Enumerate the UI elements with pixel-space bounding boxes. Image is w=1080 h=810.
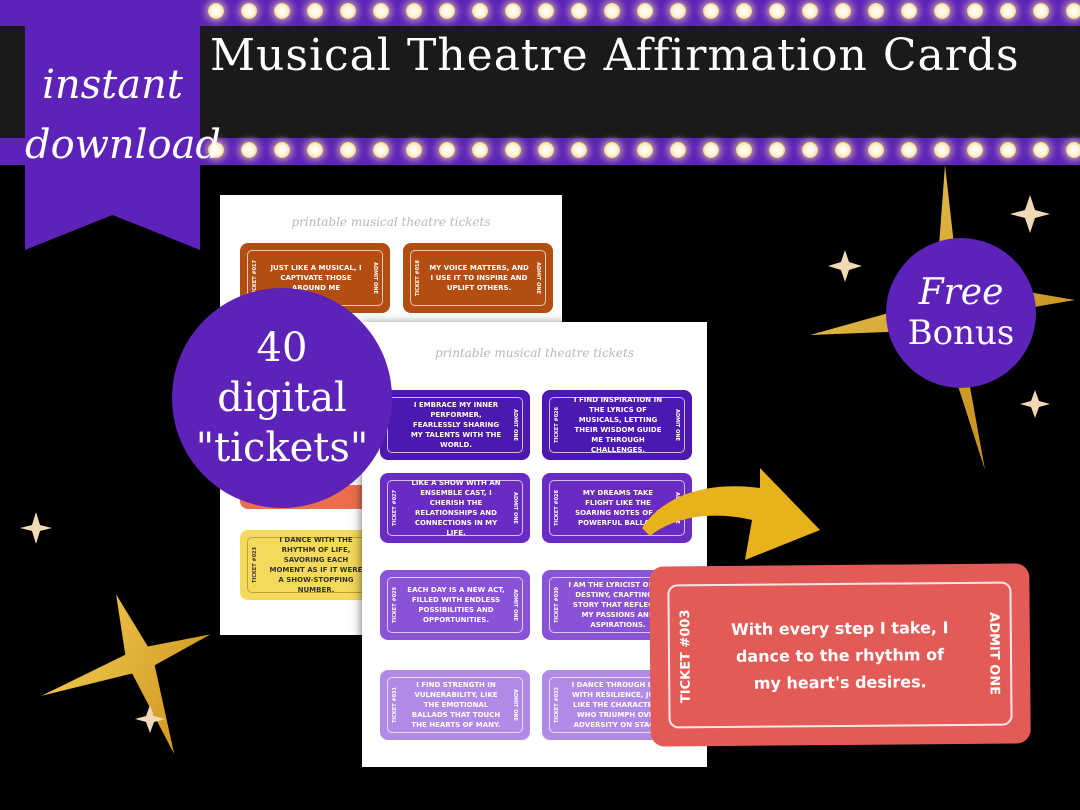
marquee-bulb <box>307 142 323 158</box>
marquee-bulb <box>307 3 323 19</box>
featured-ticket-text: With every step I take, I dance to the r… <box>730 617 949 693</box>
marquee-bulb <box>967 3 983 19</box>
marquee-bulb <box>439 142 455 158</box>
marquee-bulb <box>802 3 818 19</box>
ticket-text: Each day is a new act, filled with endle… <box>407 586 505 624</box>
ticket-card: I embrace my inner performer, fearlessly… <box>380 390 530 460</box>
sparkle-icon <box>41 594 211 754</box>
sparkle-icon <box>828 250 862 282</box>
sparkle-icon <box>20 512 52 544</box>
badge-count-number: 40 <box>256 325 308 371</box>
marquee-bulb <box>901 3 917 19</box>
marquee-bulb <box>340 142 356 158</box>
marquee-bulb <box>373 3 389 19</box>
marquee-bulb <box>274 3 290 19</box>
marquee-bulb <box>571 3 587 19</box>
marquee-bulb <box>340 3 356 19</box>
marquee-bulbs-bottom <box>200 142 1080 162</box>
featured-ticket: TICKET #003 With every step I take, I da… <box>649 563 1031 747</box>
sheet-title: printable musical theatre tickets <box>434 346 635 360</box>
badge-count-unit: "tickets" <box>195 425 369 471</box>
marquee-bulb <box>1033 142 1049 158</box>
marquee-bulb <box>505 3 521 19</box>
marquee-bulb <box>967 142 983 158</box>
marquee-bulb <box>868 3 884 19</box>
marquee-bulb <box>406 142 422 158</box>
marquee-bulb <box>736 142 752 158</box>
marquee-bulb <box>472 3 488 19</box>
ticket-text: I am the lyricist of my destiny, craftin… <box>568 581 668 629</box>
marquee-bulb <box>1066 142 1080 158</box>
ticket-text: I embrace my inner performer, fearlessly… <box>410 401 502 449</box>
marquee-bulb <box>604 3 620 19</box>
marquee-bulb <box>802 142 818 158</box>
curved-arrow-icon <box>642 468 820 560</box>
marquee-bulb <box>538 142 554 158</box>
page-title: Musical Theatre Affirmation Cards <box>210 30 1020 81</box>
marquee-bulb <box>835 3 851 19</box>
ribbon-label: instant download <box>25 55 222 175</box>
free-bonus-badge: Free Bonus <box>886 238 1036 388</box>
marquee-bulb <box>241 142 257 158</box>
ticket-text: Just like a musical, I captivate those a… <box>270 264 362 292</box>
ribbon-line-2: download <box>25 122 222 168</box>
marquee-bulb <box>505 142 521 158</box>
marquee-bulb <box>274 142 290 158</box>
marquee-bulb <box>670 142 686 158</box>
marquee-bulb <box>538 3 554 19</box>
marquee-bulb <box>703 142 719 158</box>
instant-download-ribbon <box>25 0 200 250</box>
ribbon-line-1: instant <box>42 62 183 108</box>
ticket-text: My voice matters, and I use it to inspir… <box>429 264 529 292</box>
marquee-bulb <box>670 3 686 19</box>
marquee-bulb <box>406 3 422 19</box>
marquee-bulb <box>1000 142 1016 158</box>
marquee-bulb <box>769 3 785 19</box>
featured-ticket-admit: ADMIT ONE <box>986 612 1002 696</box>
sparkle-icon <box>1020 390 1050 418</box>
ticket-text: Like a show with an ensemble cast, I che… <box>411 479 501 537</box>
marquee-bulb <box>934 142 950 158</box>
marquee-bulbs-top <box>200 3 1080 23</box>
marquee-bulb <box>208 3 224 19</box>
bonus-label: Bonus <box>907 313 1015 353</box>
sparkle-icon <box>1010 195 1050 233</box>
ticket-text: I dance with the rhythm of life, savorin… <box>269 536 363 594</box>
marquee-bulb <box>1033 3 1049 19</box>
marquee-bulb <box>637 142 653 158</box>
marquee-bulb <box>208 142 224 158</box>
bonus-free-label: Free <box>918 272 1004 313</box>
marquee-bulb <box>571 142 587 158</box>
marquee-bulb <box>934 3 950 19</box>
ticket-card: TICKET #029Each day is a new act, filled… <box>380 570 530 640</box>
marquee-bulb <box>373 142 389 158</box>
ticket-text: I find inspiration in the lyrics of musi… <box>573 396 663 454</box>
sparkle-icon <box>135 705 165 733</box>
marquee-bulb <box>241 3 257 19</box>
ticket-card: TICKET #018 My voice matters, and I use … <box>403 243 553 313</box>
marquee-bulb <box>736 3 752 19</box>
marquee-bulb <box>604 142 620 158</box>
ticket-text: I dance through life with resilience, ju… <box>571 681 665 729</box>
ticket-card: TICKET #027Like a show with an ensemble … <box>380 473 530 543</box>
marquee-bulb <box>703 3 719 19</box>
ticket-text: I find strength in vulnerability, like t… <box>411 681 501 729</box>
ticket-count-badge: 40 digital "tickets" <box>172 288 392 508</box>
badge-count-word: digital <box>217 375 347 421</box>
ticket-text: My dreams take flight like the soaring n… <box>575 489 661 527</box>
marquee-bulb <box>1066 3 1080 19</box>
marquee-bulb <box>901 142 917 158</box>
featured-ticket-number: TICKET #003 <box>678 609 694 704</box>
marquee-bulb <box>868 142 884 158</box>
sheet-title: printable musical theatre tickets <box>291 215 491 229</box>
marquee-bulb <box>439 3 455 19</box>
marquee-bulb <box>1000 3 1016 19</box>
marquee-bulb <box>637 3 653 19</box>
marquee-bulb <box>472 142 488 158</box>
marquee-bulb <box>769 142 785 158</box>
marquee-bulb <box>835 142 851 158</box>
